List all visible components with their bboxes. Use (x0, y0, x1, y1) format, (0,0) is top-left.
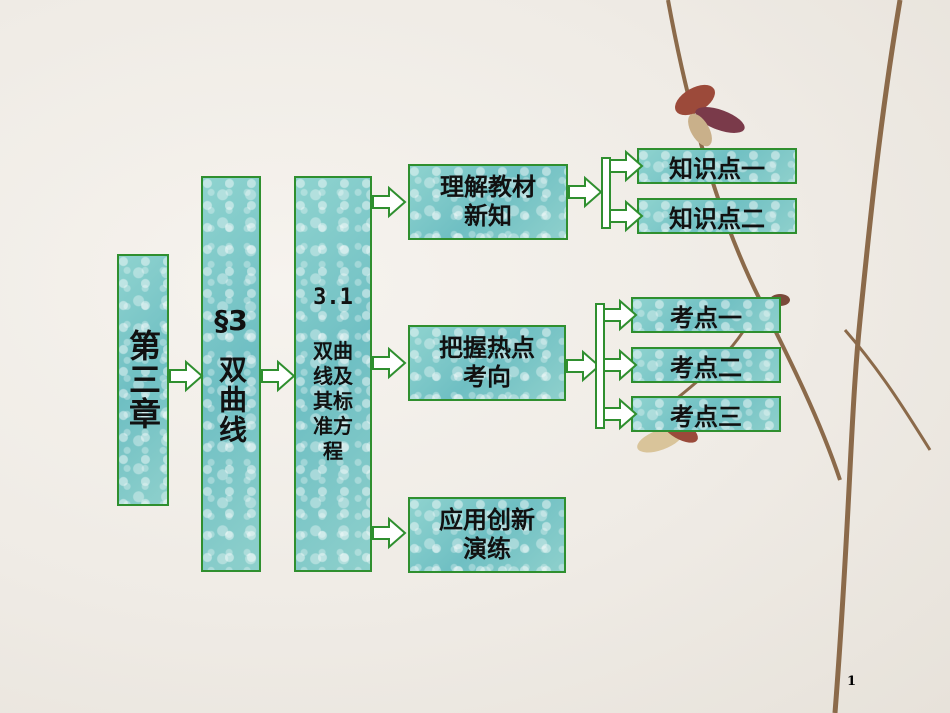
branch-label: 理解教材 (440, 173, 536, 202)
subsection-line: 程 (323, 439, 343, 464)
branch-label: 考向 (463, 363, 511, 391)
chapter-box: 第三章 (117, 254, 169, 506)
branch-box-practice: 应用创新 演练 (408, 497, 566, 573)
section-box: §3 双曲线 (201, 176, 261, 572)
subsection-number: 3.1 (313, 284, 353, 310)
subsection-line: 准方 (313, 414, 353, 439)
knowledge-point-2: 知识点二 (637, 198, 797, 234)
leaf-label: 知识点一 (669, 154, 765, 183)
branch-label: 演练 (463, 535, 511, 563)
branch-label: 把握热点 (439, 334, 535, 363)
subsection-line: 其标 (313, 389, 353, 414)
exam-point-2: 考点二 (631, 347, 781, 383)
leaf-label: 知识点二 (669, 204, 765, 233)
exam-point-1: 考点一 (631, 297, 781, 333)
chapter-label: 第三章 (124, 329, 162, 431)
flower-icon (675, 84, 745, 147)
leaf-label: 考点二 (670, 353, 742, 382)
subsection-line: 线及 (313, 364, 353, 389)
page-number: 1 (846, 674, 856, 689)
leaf-label: 考点三 (670, 402, 742, 431)
leaf-label: 考点一 (670, 303, 742, 332)
branch-label: 应用创新 (439, 506, 535, 535)
subsection-box: 3.1 双曲 线及 其标 准方 程 (294, 176, 372, 572)
branch-box-textbook: 理解教材 新知 (408, 164, 568, 240)
knowledge-point-1: 知识点一 (637, 148, 797, 184)
subsection-line: 双曲 (313, 339, 353, 364)
branch-label: 新知 (464, 202, 512, 230)
section-title: 双曲线 (215, 354, 248, 445)
exam-point-3: 考点三 (631, 396, 781, 432)
branch-box-hotspot: 把握热点 考向 (408, 325, 566, 401)
section-number: §3 (214, 303, 248, 337)
